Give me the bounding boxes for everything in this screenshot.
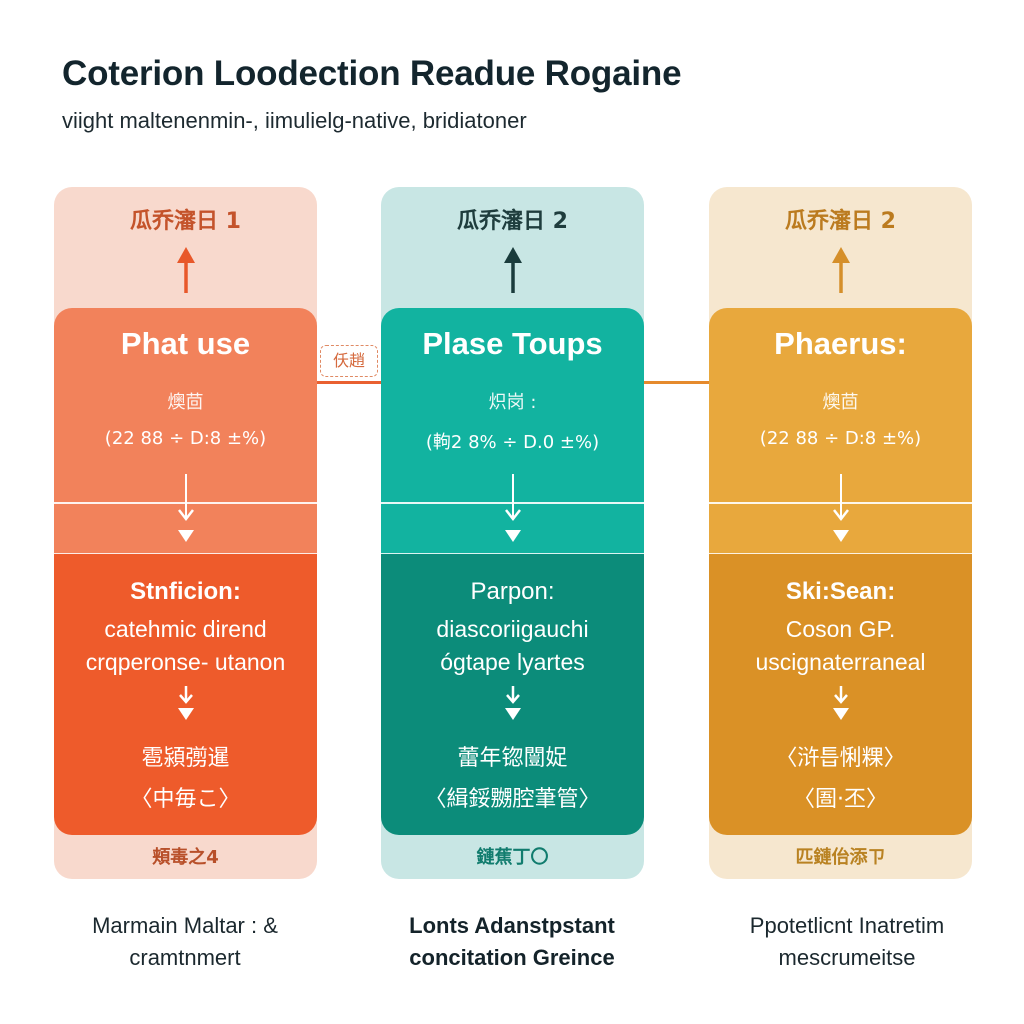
lower-line: crqperonse- utanon xyxy=(85,649,286,675)
phase-formula: (軥2 8% ÷ D.0 ±%) xyxy=(425,432,600,453)
lower-cjk: 〈緝鋖嬲腔茟管〉 xyxy=(424,787,601,812)
caption-line: Ppotetlicnt Inatretim xyxy=(749,913,945,938)
phase-formula: (22 88 ÷ D:8 ±%) xyxy=(759,428,922,449)
caption-2: Lonts Adanstpstant concitation Greince xyxy=(362,910,662,974)
phase-column-3: 瓜乔瀋日 2 Phaerus: 燠茴 (22 88 ÷ D:8 ±%) Ski:… xyxy=(709,187,972,879)
lower-cjk: 〈圄·丕〉 xyxy=(793,787,888,812)
connector-line xyxy=(317,381,381,384)
phase-lower-block: Parpon: diascoriigauchi ógtape lyartes 蕾… xyxy=(381,554,644,835)
column-top-label: 瓜乔瀋日 2 xyxy=(457,209,568,234)
caption-line: concitation Greince xyxy=(409,945,615,970)
arrow-down-icon xyxy=(832,686,849,720)
page-subtitle: viight maltenenmin-, iimulielg-native, b… xyxy=(62,108,527,133)
caption-3: Ppotetlicnt Inatretim mescrumeitse xyxy=(697,910,997,974)
connector-line xyxy=(644,381,709,384)
caption-line: Marmain Maltar : & xyxy=(92,913,278,938)
caption-line: Lonts Adanstpstant xyxy=(409,913,615,938)
lower-cjk: 〈中毎こ〉 xyxy=(130,787,241,812)
lower-title: Ski:Sean: xyxy=(785,578,896,605)
column-bottom-label: 鏈蕉丁〇 xyxy=(476,847,549,868)
phase-sub: 炽岗 : xyxy=(488,392,537,413)
lower-cjk: 〈浒틉悧粿〉 xyxy=(775,746,906,771)
column-top-label: 瓜乔瀋日 2 xyxy=(785,209,896,234)
phase-column-2: 瓜乔瀋日 2 Plase Toups 炽岗 : (軥2 8% ÷ D.0 ±%)… xyxy=(381,187,644,879)
column-top-label: 瓜乔瀋日 1 xyxy=(130,209,241,234)
page-title: Coterion Loodection Readue Rogaine xyxy=(62,54,682,93)
phase-column-1: 瓜乔瀋日 1 Phat use 燠茴 (22 88 ÷ D:8 ±%) Stnf… xyxy=(54,187,317,879)
arrow-down-icon xyxy=(832,474,849,542)
phase-lower-block: Ski:Sean: Coson GP. uscignaterraneal 〈浒틉… xyxy=(709,554,972,835)
phase-lower-block: Stnficion: catehmic dirend crqperonse- u… xyxy=(54,554,317,835)
caption-line: mescrumeitse xyxy=(778,945,916,970)
phase-title: Phaerus: xyxy=(774,326,907,361)
arrow-down-icon xyxy=(504,686,521,720)
lower-line: uscignaterraneal xyxy=(755,649,926,675)
column-bottom-label: 頬毒之4 xyxy=(152,847,219,868)
phase-formula: (22 88 ÷ D:8 ±%) xyxy=(104,428,267,449)
lower-line: ógtape lyartes xyxy=(440,649,585,675)
arrow-up-icon xyxy=(831,247,850,293)
lower-line: diascoriigauchi xyxy=(436,616,589,642)
phase-upper-block: Phaerus: 燠茴 (22 88 ÷ D:8 ±%) xyxy=(709,308,972,554)
lower-title: Parpon: xyxy=(470,578,555,605)
phase-upper-block: Phat use 燠茴 (22 88 ÷ D:8 ±%) xyxy=(54,308,317,554)
arrow-down-icon xyxy=(177,686,194,720)
lower-cjk: 雹潁彅暹 xyxy=(141,746,230,771)
phase-title: Phat use xyxy=(120,326,251,361)
caption-line: cramtnmert xyxy=(129,945,241,970)
connector-badge: 仸趙 xyxy=(320,345,378,377)
arrow-up-icon xyxy=(503,247,522,293)
phase-sub: 燠茴 xyxy=(822,392,859,413)
phase-upper-block: Plase Toups 炽岗 : (軥2 8% ÷ D.0 ±%) xyxy=(381,308,644,554)
lower-title: Stnficion: xyxy=(130,578,241,605)
caption-1: Marmain Maltar : & cramtnmert xyxy=(35,910,335,974)
lower-cjk: 蕾年锪闓娖 xyxy=(457,746,568,771)
arrow-down-icon xyxy=(504,474,521,542)
phase-title: Plase Toups xyxy=(422,326,603,361)
arrow-down-icon xyxy=(177,474,194,542)
arrow-up-icon xyxy=(176,247,195,293)
column-bottom-label: 匹鏈佁添ㄗ xyxy=(795,847,886,868)
lower-line: Coson GP. xyxy=(785,616,896,642)
phase-sub: 燠茴 xyxy=(167,392,204,413)
lower-line: catehmic dirend xyxy=(104,616,267,642)
